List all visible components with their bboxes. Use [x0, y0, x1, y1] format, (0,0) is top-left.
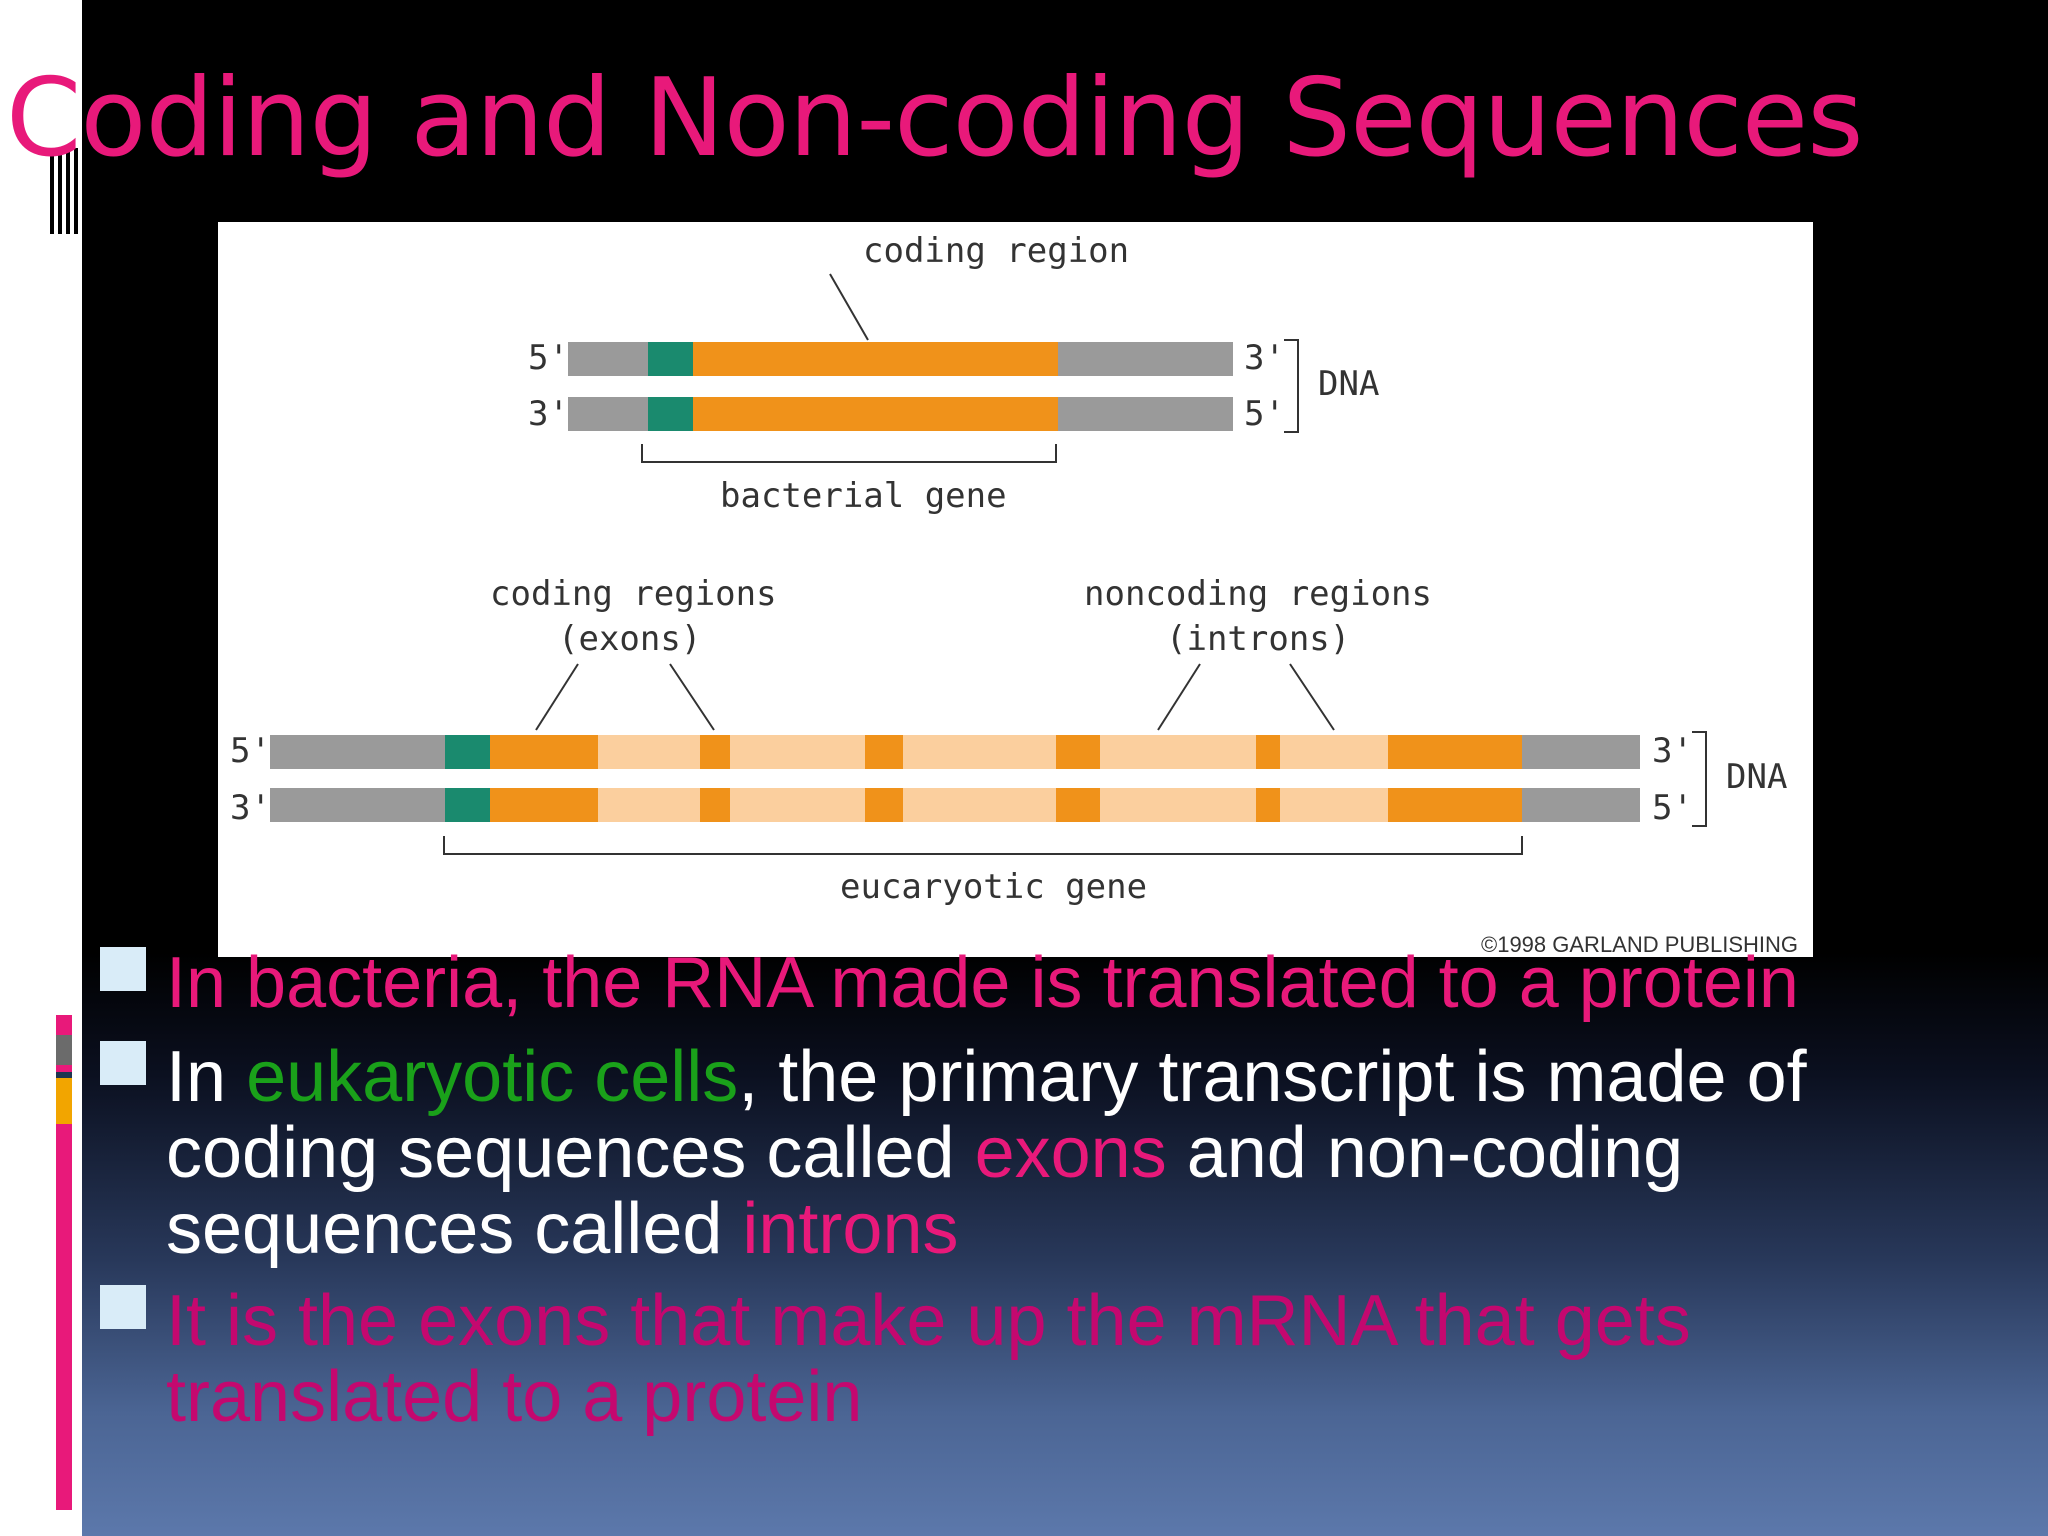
bullet-list: In bacteria, the RNA made is translated … — [100, 945, 2020, 1435]
bact-gene-bracket — [641, 444, 1057, 463]
euc-bottom-exon-4 — [1056, 788, 1100, 822]
bact-bottom-flank-right — [1058, 397, 1233, 431]
bact-top-promoter — [648, 342, 693, 376]
bullet-marker — [100, 1285, 146, 1329]
label-bact-3-top-right: 3' — [1244, 338, 1285, 378]
bullet-2: In eukaryotic cells, the primary transcr… — [100, 1039, 2020, 1267]
label-bact-5-top: 5' — [528, 338, 569, 378]
title-deco-lines — [46, 148, 80, 234]
label-euc-3-bottom: 3' — [230, 788, 271, 828]
bact-bottom-coding — [693, 397, 1058, 431]
label-bacterial-gene: bacterial gene — [720, 476, 1007, 516]
label-exons: (exons) — [558, 619, 701, 659]
bact-bottom-promoter — [648, 397, 693, 431]
bullet-2-introns: introns — [742, 1189, 959, 1269]
bullet-marker — [100, 1041, 146, 1085]
label-euc-5-top: 5' — [230, 731, 271, 771]
euc-top-promoter — [445, 735, 490, 769]
label-eucaryotic-gene: eucaryotic gene — [840, 867, 1147, 907]
euc-bottom-exon-2 — [700, 788, 730, 822]
bullet-2-text-b: , the primary transcript is made of codi… — [166, 1037, 1807, 1193]
pointer-intron-2 — [1289, 663, 1335, 731]
euc-bottom-exon-5 — [1256, 788, 1280, 822]
gene-structure-figure: coding region 5' 3' 3' 5' DNA bacterial … — [218, 222, 1813, 957]
pointer-exon-1 — [535, 663, 579, 731]
euc-top-exon-1 — [490, 735, 598, 769]
euc-top-exon-3 — [865, 735, 903, 769]
euc-top-exon-2 — [700, 735, 730, 769]
bullet-2-eukaryotic-cells: eukaryotic cells — [246, 1037, 739, 1117]
label-euc-3-top-right: 3' — [1652, 731, 1693, 771]
euc-top-exon-6 — [1388, 735, 1522, 769]
bullet-1-text: In bacteria, the RNA made is translated … — [166, 943, 1799, 1023]
label-introns: (introns) — [1166, 619, 1350, 659]
bullet-2-exons: exons — [974, 1113, 1167, 1193]
euc-bottom-flank-left — [270, 788, 445, 822]
bact-top-flank-left — [568, 342, 648, 376]
label-bact-5-bottom-right: 5' — [1244, 394, 1285, 434]
bullet-1: In bacteria, the RNA made is translated … — [100, 945, 2020, 1021]
bullet-3: It is the exons that make up the mRNA th… — [100, 1283, 2020, 1435]
euc-bottom-exon-6 — [1388, 788, 1522, 822]
euc-bottom-promoter — [445, 788, 490, 822]
bullet-marker — [100, 947, 146, 991]
label-euc-dna: DNA — [1726, 757, 1787, 797]
deco-bar-gray — [56, 1035, 72, 1065]
euc-top-exon-4 — [1056, 735, 1100, 769]
label-noncoding-regions: noncoding regions — [1084, 574, 1432, 614]
bact-bottom-flank-left — [568, 397, 648, 431]
label-bact-dna: DNA — [1318, 364, 1379, 404]
deco-bar-orange — [56, 1078, 72, 1124]
label-coding-region: coding region — [863, 231, 1129, 271]
bact-dna-bracket — [1284, 339, 1299, 433]
label-bact-3-bottom: 3' — [528, 394, 569, 434]
label-coding-regions: coding regions — [490, 574, 777, 614]
bullet-2-text-c: and non-coding sequences called — [166, 1113, 1684, 1269]
copyright-notice: ©1998 GARLAND PUBLISHING — [1481, 932, 1798, 957]
bact-top-coding — [693, 342, 1058, 376]
pointer-exon-2 — [669, 663, 715, 731]
bullet-2-text-a: In — [166, 1037, 247, 1117]
euc-top-flank-right — [1522, 735, 1640, 769]
pointer-coding-region — [829, 273, 869, 341]
pointer-intron-1 — [1157, 663, 1201, 731]
euc-top-flank-left — [270, 735, 445, 769]
deco-bar-pink — [56, 1015, 72, 1510]
label-euc-5-bottom-right: 5' — [1652, 788, 1693, 828]
bact-top-flank-right — [1058, 342, 1233, 376]
euc-gene-bracket — [443, 836, 1523, 855]
bullet-3-text: It is the exons that make up the mRNA th… — [166, 1281, 1691, 1437]
gene-diagram-svg: coding region 5' 3' 3' 5' DNA bacterial … — [230, 231, 1798, 957]
euc-bottom-exon-3 — [865, 788, 903, 822]
euc-bottom-exon-1 — [490, 788, 598, 822]
euc-dna-bracket — [1692, 731, 1707, 827]
euc-top-exon-5 — [1256, 735, 1280, 769]
euc-bottom-flank-right — [1522, 788, 1640, 822]
slide-title: Coding and Non-coding Sequences — [6, 56, 1864, 181]
